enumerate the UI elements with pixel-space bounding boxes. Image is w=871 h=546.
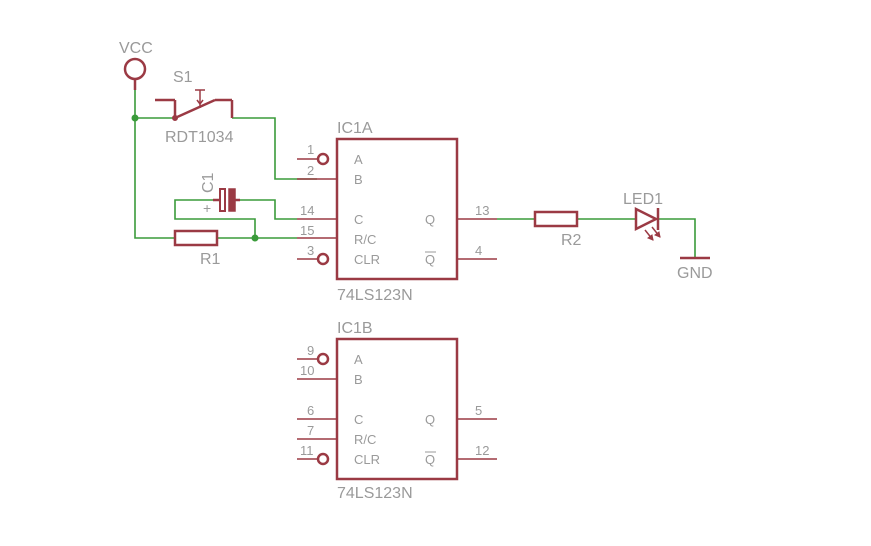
vcc-symbol: VCC — [119, 40, 153, 90]
gnd-symbol: GND — [677, 256, 713, 282]
capacitor-c1: + C1 — [200, 172, 240, 216]
cap-ref-label: C1 — [200, 172, 217, 193]
ic1b-pin9-bubble — [316, 352, 330, 366]
r2-body — [533, 210, 579, 228]
ic1a-pin2-num: 2 — [307, 163, 314, 178]
ic1a-pin3-bubble — [316, 252, 330, 266]
wire-vcc-to-r1 — [134, 80, 175, 239]
cap-plate-positive — [219, 188, 226, 212]
vcc-circle — [123, 57, 147, 81]
ic1b-pin6-num: 6 — [307, 403, 314, 418]
wire-c1-to-pin14 — [240, 199, 297, 220]
led-triangle — [634, 206, 659, 232]
ic1b-pin7-num: 7 — [307, 423, 314, 438]
led-ray-2-head — [653, 231, 661, 238]
ic1b-part-label: 74LS123N — [337, 485, 413, 502]
r1-label: R1 — [200, 251, 221, 268]
r2-label: R2 — [561, 232, 582, 249]
switch-s1: S1 RDT1034 — [155, 69, 234, 146]
ic1a-pin1-bubble — [316, 152, 330, 166]
wire-c1-left — [174, 199, 256, 238]
ic1b-pin10-name: B — [354, 372, 363, 387]
ic1a-pin3-num: 3 — [307, 243, 314, 258]
ic1a-body — [335, 137, 459, 281]
junction-rc — [251, 234, 259, 242]
ic1a-pin13-num: 13 — [475, 203, 489, 218]
cap-polarity-mark: + — [203, 200, 211, 216]
ic1b-ref-label: IC1B — [337, 320, 373, 337]
gnd-label: GND — [677, 265, 713, 282]
wire-switch-to-pin2 — [232, 117, 317, 180]
ic1a-pin4-num: 4 — [475, 243, 482, 258]
ic1b-pin12-name: Q — [425, 452, 435, 467]
ic1a-part-label: 74LS123N — [337, 287, 413, 304]
ic1b-pin6-name: C — [354, 412, 363, 427]
ic1b-pin12-num: 12 — [475, 443, 489, 458]
ic1b-pin9-name: A — [354, 352, 363, 367]
cap-plate-negative — [228, 188, 236, 212]
ic1a-pin4-name: Q — [425, 252, 435, 267]
ic1b-pin5-name: Q — [425, 412, 435, 427]
ic1b-body — [335, 337, 459, 481]
ic1a-pin14-num: 14 — [300, 203, 314, 218]
ic1b-pin9-num: 9 — [307, 343, 314, 358]
ic1a-pin1-name: A — [354, 152, 363, 167]
ic1b-pin11-name: CLR — [354, 452, 380, 467]
ic1a-pin2-name: B — [354, 172, 363, 187]
r1-body — [173, 229, 219, 247]
switch-value-label: RDT1034 — [165, 129, 234, 146]
ic1a-pin15-num: 15 — [300, 223, 314, 238]
ic1a-pin1-num: 1 — [307, 142, 314, 157]
ic1b-pin11-num: 11 — [300, 443, 314, 458]
ic1b-pin11-bubble — [316, 452, 330, 466]
resistor-r2: R2 — [533, 210, 582, 249]
ic1a: IC1A 74LS123N 1 A 2 B 14 C 15 R/C 3 CLR … — [297, 120, 497, 304]
led-ref-label: LED1 — [623, 191, 663, 208]
ic1a-pin14-name: C — [354, 212, 363, 227]
wire-led-to-gnd — [658, 218, 696, 258]
resistor-r1: R1 — [173, 229, 221, 268]
ic1a-ref-label: IC1A — [337, 120, 373, 137]
ic1a-pin13-name: Q — [425, 212, 435, 227]
switch-actuator-arrow — [196, 99, 204, 106]
junction-vcc — [131, 114, 139, 122]
switch-ref-label: S1 — [173, 69, 193, 86]
switch-blade — [174, 98, 216, 120]
wires — [131, 80, 696, 258]
ic1a-pin3-name: CLR — [354, 252, 380, 267]
ic1b-pin10-num: 10 — [300, 363, 314, 378]
ic1b: IC1B 74LS123N 9 A 10 B 6 C 7 R/C 11 CLR … — [297, 320, 497, 502]
ic1b-pin7-name: R/C — [354, 432, 376, 447]
ic1b-pin5-num: 5 — [475, 403, 482, 418]
ic1a-pin15-name: R/C — [354, 232, 376, 247]
led-led1: LED1 — [623, 191, 663, 241]
vcc-label: VCC — [119, 40, 153, 57]
led-ray-1-head — [646, 234, 654, 241]
